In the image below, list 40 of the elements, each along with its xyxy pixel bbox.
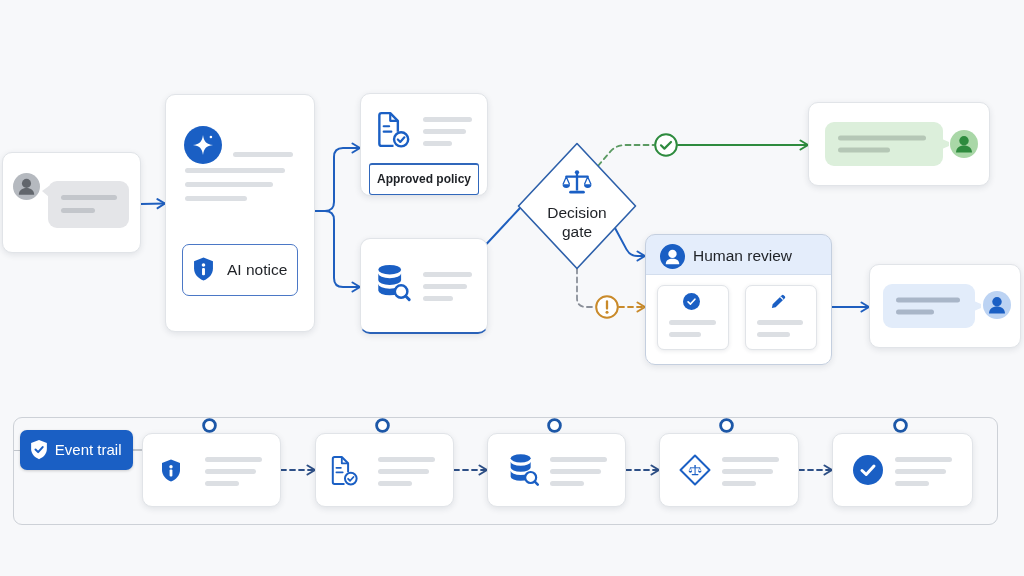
event-card [658, 432, 799, 507]
dashed-arrow [625, 464, 660, 476]
dashed-line [597, 144, 655, 167]
choice-card [657, 285, 729, 350]
notice-box [182, 244, 298, 296]
notice-label: AI notice [227, 260, 288, 280]
assistant-card [165, 94, 315, 332]
result-card [808, 102, 990, 186]
message-card [2, 152, 141, 253]
line [132, 449, 143, 451]
tag-label: Event trail [54, 440, 122, 459]
exclamation-circle-icon [595, 295, 619, 319]
panel-title: Human review [693, 246, 793, 266]
arrow [140, 198, 166, 210]
event-card [314, 432, 454, 507]
check-circle-icon [654, 133, 678, 157]
review-panel [645, 234, 832, 365]
line [485, 207, 521, 245]
event-card [486, 432, 626, 507]
dashed-arrow [453, 464, 488, 476]
event-tag [19, 429, 133, 470]
arrow [677, 139, 809, 151]
result-card [869, 264, 1021, 348]
data-card [360, 238, 488, 334]
dashed-line [576, 267, 596, 308]
policy-card [360, 93, 488, 196]
decision-label: Decision gate [547, 203, 607, 241]
arrow [314, 210, 361, 293]
event-card [831, 432, 973, 507]
dashed-arrow [280, 464, 316, 476]
label-box [369, 163, 479, 195]
choice-card [745, 285, 817, 350]
dashed-arrow [618, 301, 646, 313]
dashed-arrow [798, 464, 833, 476]
event-card [141, 432, 281, 507]
arrow [614, 227, 646, 262]
decision-diamond [517, 142, 637, 270]
trail-container [13, 417, 998, 525]
policy-label: Approved policy [377, 171, 471, 188]
arrow [831, 301, 870, 313]
